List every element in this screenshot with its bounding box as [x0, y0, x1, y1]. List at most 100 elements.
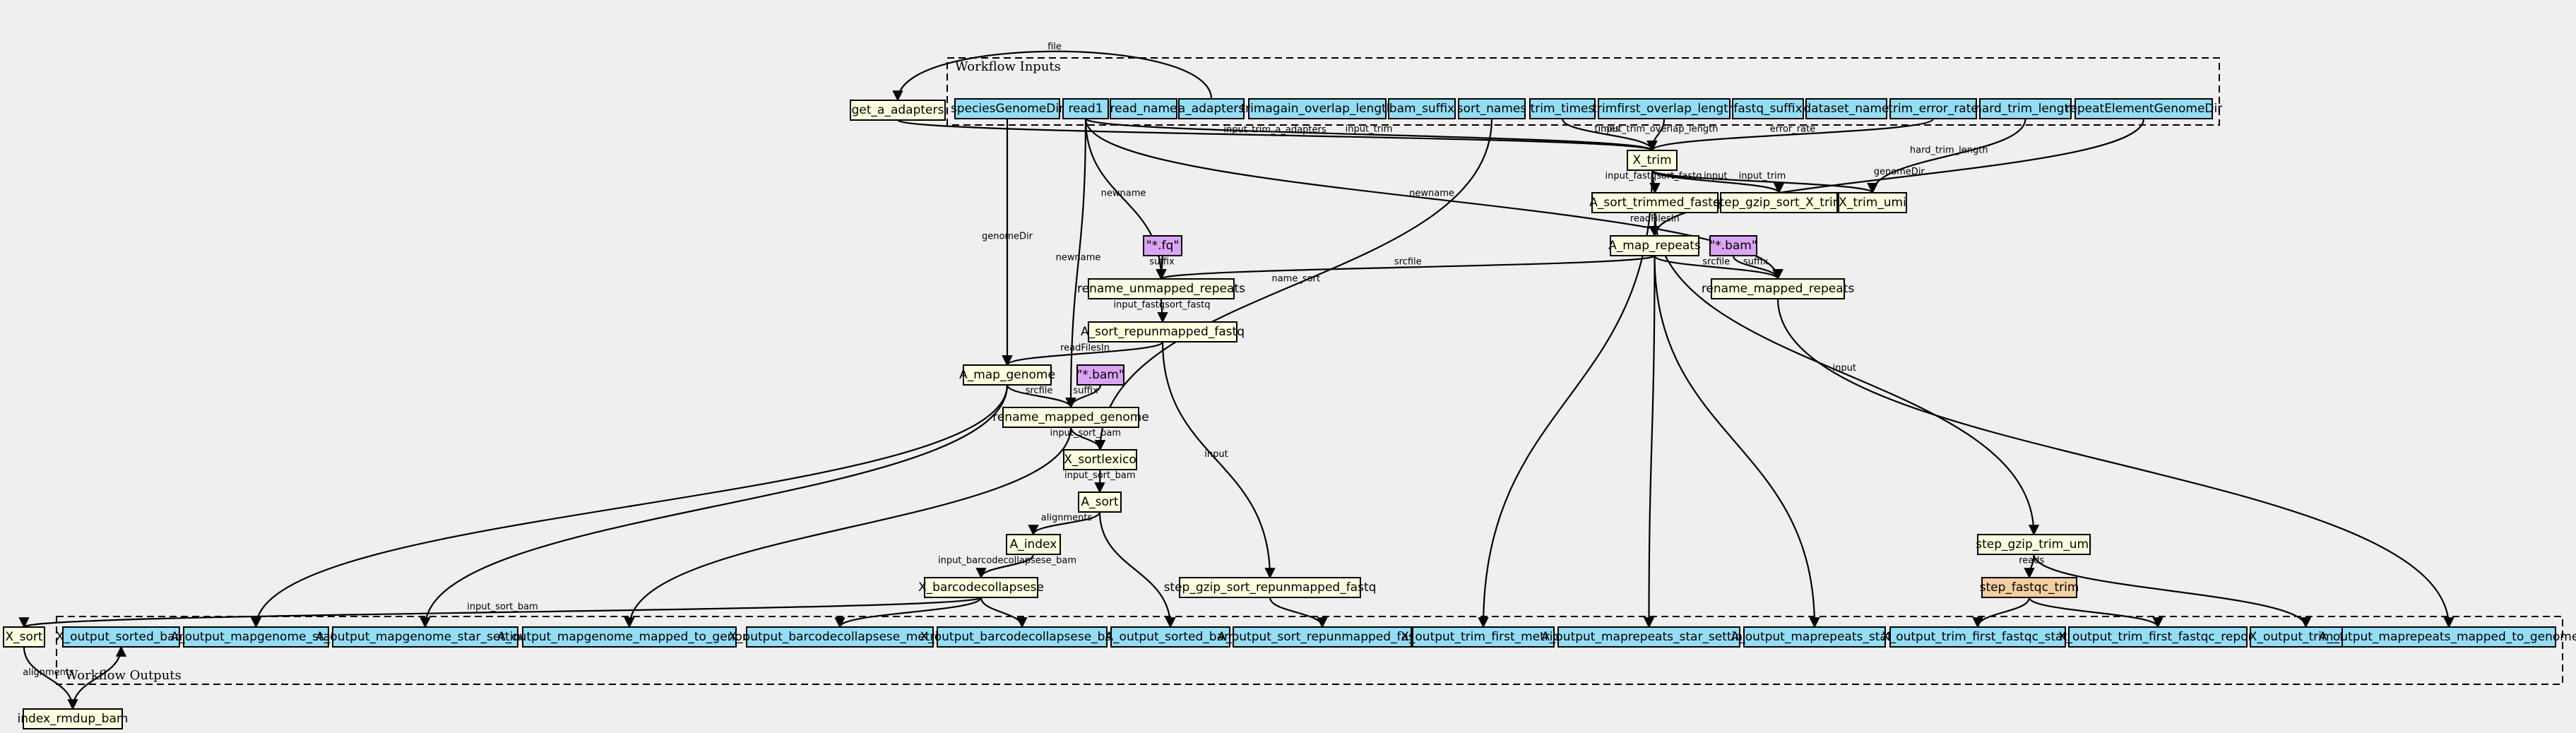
node-bam-suffix[interactable]: bam_suffix — [1388, 98, 1456, 119]
node-box — [1591, 192, 1719, 213]
node-a-map-repeats[interactable]: A_map_repeats — [1608, 235, 1701, 256]
node-hard-trim-length[interactable]: hard_trim_length — [1974, 98, 2077, 119]
node-x-barcodecollapsese[interactable]: X_barcodecollapsese — [918, 577, 1044, 598]
node-a-output-mapgenome-stats[interactable]: A_output_mapgenome_stats — [171, 626, 342, 648]
node-x-output-barcodecollapsese-metrics[interactable]: X_output_barcodecollapsese_metrics — [729, 626, 951, 648]
node-speciesgenomedir[interactable]: speciesGenomeDir — [951, 98, 1064, 119]
edge-a-sort-to-a-output-sorted-bam — [1098, 511, 1176, 628]
node-a-adapters[interactable]: a_adapters — [1178, 98, 1245, 119]
workflow-inputs-label: Workflow Inputs — [955, 59, 1061, 74]
node-x-output-trim-first-fastqc-stats[interactable]: X_output_trim_first_fastqc_stats — [1882, 626, 2074, 648]
node-step-gzip-sort-repunmapped-fastq[interactable]: step_gzip_sort_repunmapped_fastq — [1164, 577, 1377, 598]
node-a-sort[interactable]: A_sort — [1078, 491, 1122, 513]
node-label: X_output_trim_first_fastqc_report — [2058, 630, 2258, 644]
node-box — [2068, 626, 2248, 648]
node-trimagain-overlap-length[interactable]: trimagain_overlap_length — [1240, 98, 1394, 119]
node-a-output-mapgenome-star-settings[interactable]: A_output_mapgenome_star_settings — [316, 626, 535, 648]
node-box — [954, 98, 1060, 119]
edge-label: input_sort_bam — [1050, 428, 1122, 439]
edge-label: genomeDir — [982, 232, 1033, 242]
edge-a-sort-to-a-index — [1028, 511, 1101, 536]
node-sort-names[interactable]: sort_names — [1457, 98, 1527, 119]
edge-label: readFilesIn — [1630, 214, 1680, 225]
node-label: X_output_trim_first — [2249, 630, 2363, 644]
node-step-gzip-sort-x-trim[interactable]: step_gzip_sort_X_trim — [1714, 192, 1845, 213]
node-trimfirst-overlap-length[interactable]: trimfirst_overlap_length — [1592, 98, 1736, 119]
node-label: rename_unmapped_repeats — [1077, 282, 1245, 296]
node-step-gzip-trim-umi[interactable]: step_gzip_trim_umi — [1976, 534, 2092, 555]
node-rename-unmapped-repeats[interactable]: rename_unmapped_repeats — [1077, 278, 1245, 299]
edge-rename-unmapped-repeats-to-a-sort-repunmapped-fastq — [1157, 298, 1168, 323]
node-index-rmdup-bam[interactable]: index_rmdup_bam — [18, 708, 129, 729]
edge-label: input_trim — [1739, 171, 1786, 181]
node-step-fastqc-trim[interactable]: step_fastqc_trim — [1980, 577, 2079, 598]
node-a-sort-repunmapped-fastq[interactable]: A_sort_repunmapped_fastq — [1081, 321, 1245, 342]
edge-step-fastqc-trim-to-x-output-trim-first-fastqc-stats — [1972, 597, 2031, 628]
edge-label: input_trim_a_adapters — [1223, 125, 1326, 136]
node-x-sortlexico[interactable]: X_sortlexico — [1063, 449, 1137, 470]
edge-bam-suffix-1-to-rename-mapped-repeats — [1732, 255, 1783, 280]
edge-read1-to-rename-mapped-genome — [1065, 118, 1087, 409]
node-label: step_fastqc_trim — [1980, 580, 2079, 595]
node-a-output-sorted-bam[interactable]: A_output_sorted_bam — [1105, 626, 1236, 648]
node-x-trim-umi[interactable]: X_trim_umi — [1838, 192, 1907, 213]
node-a-output-sort-repunmapped-fastq[interactable]: A_output_sort_repunmapped_fastq — [1218, 626, 1428, 648]
edge-label: alignments — [23, 667, 74, 678]
node-label: fastq_suffix — [1733, 102, 1802, 116]
node-box — [1709, 235, 1757, 256]
node-a-output-maprepeats-star-settings[interactable]: A_output_maprepeats_star_settings — [1541, 626, 1757, 648]
node-repeatelementgenomedir[interactable]: repeatElementGenomeDir — [2065, 98, 2222, 119]
node-dataset-name[interactable]: dataset_name — [1804, 98, 1889, 119]
node-box — [23, 708, 123, 729]
node-label: X_output_barcodecollapsese_bam — [920, 630, 1124, 644]
node-label: repeatElementGenomeDir — [2065, 102, 2222, 116]
node-box — [1233, 626, 1412, 648]
node-x-sort[interactable]: X_sort — [3, 626, 45, 648]
node-box — [1627, 150, 1678, 171]
node-a-output-maprepeats-mapped-to-genome[interactable]: A_output_maprepeats_mapped_to_genome — [2319, 626, 2576, 648]
node-trim-times[interactable]: trim_times — [1529, 98, 1596, 119]
edge-label: genomeDir — [1874, 167, 1925, 177]
node-fq-suffix[interactable]: "*.fq" — [1143, 235, 1182, 256]
node-x-output-trim-first-fastqc-report[interactable]: X_output_trim_first_fastqc_report — [2058, 626, 2258, 648]
edge-a-sort-repunmapped-fastq-to-step-gzip-sort-repunmapped-fastq — [1161, 341, 1276, 579]
node-label: A_sort_trimmed_fastq — [1589, 196, 1721, 210]
node-a-sort-trimmed-fastq[interactable]: A_sort_trimmed_fastq — [1589, 192, 1721, 213]
node-label: X_output_trim_first_fastqc_stats — [1882, 630, 2074, 644]
node-box — [1412, 626, 1555, 648]
edge-x-barcodecollapsese-to-x-output-barcodecollapsese-metrics — [834, 597, 983, 628]
node-a-output-maprepeats-stats[interactable]: A_output_maprepeats_stats — [1731, 626, 1899, 648]
node-x-output-barcodecollapsese-bam[interactable]: X_output_barcodecollapsese_bam — [920, 626, 1124, 648]
node-read1[interactable]: read1 — [1062, 98, 1109, 119]
node-trim-error-rate[interactable]: trim_error_rate — [1888, 98, 1978, 119]
node-box — [1388, 98, 1456, 119]
node-bam-suffix-2[interactable]: "*.bam" — [1076, 364, 1124, 386]
node-label: X_output_barcodecollapsese_metrics — [729, 630, 951, 644]
node-a-index[interactable]: A_index — [1006, 534, 1061, 555]
node-label: A_map_genome — [959, 368, 1055, 382]
edge-label: input_sort_bam — [467, 602, 538, 612]
node-x-output-sorted-bam[interactable]: X_output_sorted_bam — [56, 626, 186, 648]
node-rename-mapped-repeats[interactable]: rename_mapped_repeats — [1702, 278, 1855, 299]
workflow-outputs-cluster — [56, 616, 2563, 685]
node-get-a-adapters[interactable]: get_a_adapters — [850, 100, 946, 121]
node-label: read1 — [1068, 102, 1103, 116]
node-box — [937, 626, 1108, 648]
node-rename-mapped-genome[interactable]: rename_mapped_genome — [992, 407, 1149, 428]
edge-label: reads — [2019, 556, 2044, 566]
node-x-output-trim-first-metrics[interactable]: X_output_trim_first_metrics — [1401, 626, 1566, 648]
node-label: a_adapters — [1178, 102, 1245, 116]
node-bam-suffix-1[interactable]: "*.bam" — [1709, 235, 1757, 256]
node-label: read_name — [1110, 102, 1177, 116]
edge-hard-trim-length-to-x-trim-umi — [1867, 118, 2026, 194]
node-read-name[interactable]: read_name — [1110, 98, 1177, 119]
node-fastq-suffix[interactable]: fastq_suffix — [1732, 98, 1804, 119]
node-a-output-mapgenome-mapped-to-genome[interactable]: A_output_mapgenome_mapped_to_genome — [497, 626, 761, 648]
node-a-map-genome[interactable]: A_map_genome — [959, 364, 1055, 386]
edge-x-trim-to-step-gzip-sort-x-trim — [1651, 169, 1785, 194]
node-label: X_trim — [1632, 153, 1671, 167]
workflow-outputs-label: Workflow Outputs — [65, 668, 182, 683]
node-x-trim[interactable]: X_trim — [1627, 150, 1678, 171]
node-box — [1110, 626, 1230, 648]
